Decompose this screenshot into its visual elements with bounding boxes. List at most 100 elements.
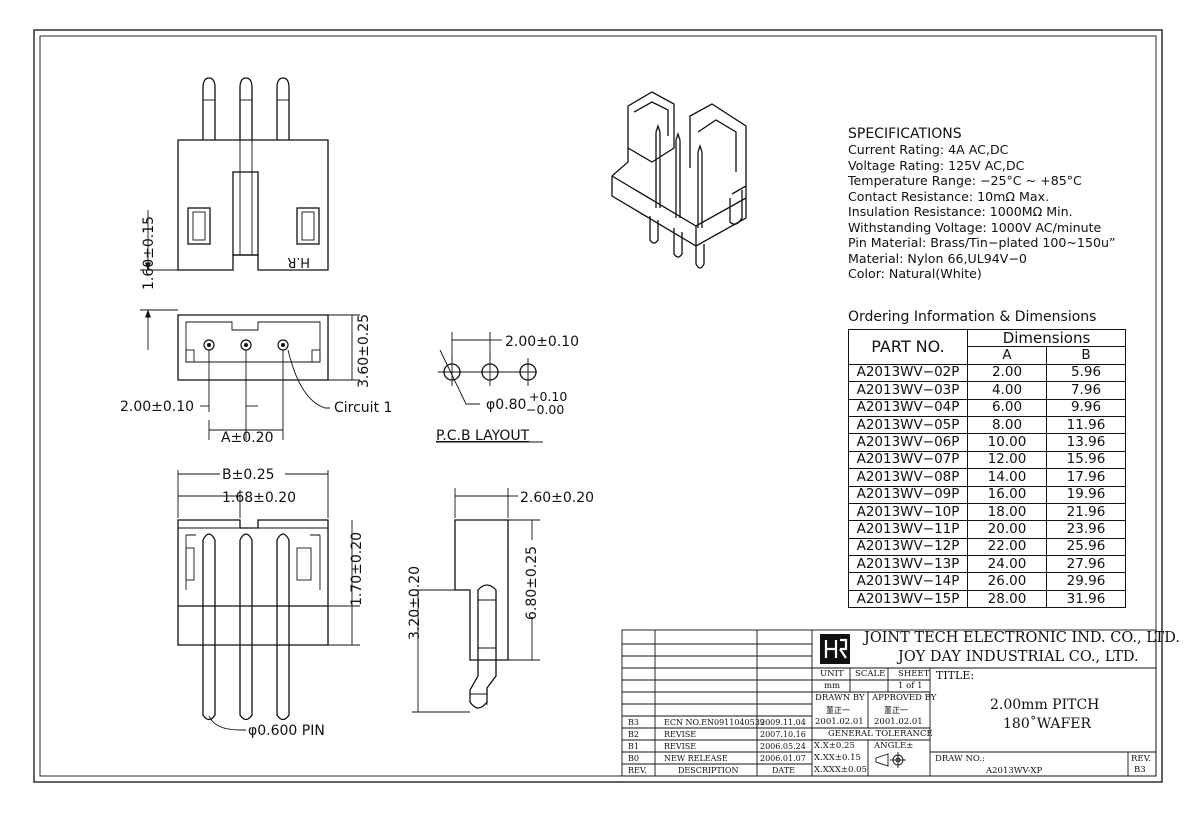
sheet-label: SHEET	[898, 669, 930, 679]
pcb-pitch: 2.00±0.10	[505, 334, 579, 350]
cell-dim-a: 6.00	[967, 398, 1047, 417]
rev-code: B1	[628, 742, 639, 751]
scale-label: SCALE	[855, 669, 886, 679]
cell-dim-b: 17.96	[1046, 468, 1126, 487]
header-dimensions: Dimensions	[967, 328, 1126, 348]
top-view: 3.60±0.25 2.00±0.10 A±0.20 Circuit 1	[120, 314, 392, 446]
pin-diameter: φ0.600 PIN	[248, 723, 325, 739]
rev-date: 2009.11.04	[760, 718, 806, 727]
cell-part-no: A2013WV−11P	[848, 520, 968, 539]
tolerance-1: X.X±0.25	[814, 741, 855, 751]
cell-dim-a: 14.00	[967, 468, 1047, 487]
title-block	[621, 629, 1157, 777]
drawn-by-label: DRAWN BY	[815, 693, 865, 703]
dim-3-60: 3.60±0.25	[356, 314, 372, 388]
date-header: DATE	[772, 766, 795, 775]
cell-part-no: A2013WV−12P	[848, 537, 968, 557]
cell-dim-a: 28.00	[967, 589, 1047, 609]
spec-line: Current Rating: 4A AC,DC	[848, 142, 1009, 157]
outer-frame	[33, 29, 1163, 783]
cell-dim-b: 23.96	[1046, 520, 1126, 539]
cell-dim-a: 4.00	[967, 381, 1047, 400]
company-name-en-2: JOY DAY INDUSTRIAL CO., LTD.	[898, 649, 1139, 665]
pcb-hole-tol-minus: −0.00	[526, 402, 564, 417]
cell-dim-b: 13.96	[1046, 433, 1126, 452]
description-header: DESCRIPTION	[678, 766, 739, 775]
side-view: 2.60±0.20 3.20±0.20 6.80±0.25	[407, 488, 594, 713]
cell-dim-b: 25.96	[1046, 537, 1126, 557]
cell-dim-b: 31.96	[1046, 589, 1126, 609]
cell-part-no: A2013WV−13P	[848, 555, 968, 574]
pcb-layout-label: P.C.B LAYOUT	[436, 428, 530, 444]
spec-line: Voltage Rating: 125V AC,DC	[848, 157, 1025, 173]
dim-a: A±0.20	[221, 430, 273, 446]
cell-part-no: A2013WV−02P	[848, 363, 968, 383]
approved-by-label: APPROVED BY	[872, 693, 937, 703]
rev-date: 2007.10.16	[760, 730, 806, 739]
cell-part-no: A2013WV−15P	[848, 589, 968, 609]
rev-description: REVISE	[664, 730, 697, 739]
header-a: A	[967, 346, 1047, 365]
cell-dim-a: 20.00	[967, 520, 1047, 539]
unit-value: mm	[824, 681, 841, 691]
header-b: B	[1046, 346, 1126, 365]
draw-no: A2013WV-XP	[986, 766, 1043, 776]
dim-6-80: 6.80±0.25	[524, 546, 540, 620]
pcb-layout: 2.00±0.10 φ0.80 +0.10 −0.00 P.C.B LAYOUT	[436, 332, 579, 444]
cell-dim-b: 15.96	[1046, 450, 1126, 470]
cell-dim-a: 24.00	[967, 555, 1047, 574]
ordering-title: Ordering Information & Dimensions	[848, 309, 1097, 325]
cell-dim-b: 19.96	[1046, 485, 1126, 504]
cell-part-no: A2013WV−03P	[848, 381, 968, 400]
spec-line: Insulation Resistance: 1000MΩ Min.	[848, 204, 1073, 219]
cell-dim-a: 8.00	[967, 415, 1047, 435]
front-view: H.R 1.60±0.15	[140, 77, 329, 350]
spec-line: Pin Material: Brass/Tin−plated 100~150u”	[848, 235, 1116, 250]
spec-heading: SPECIFICATIONS	[848, 126, 962, 142]
cell-part-no: A2013WV−08P	[848, 468, 968, 487]
unit-label: UNIT	[820, 669, 844, 679]
cell-dim-a: 18.00	[967, 502, 1047, 522]
cell-dim-b: 27.96	[1046, 555, 1126, 574]
cell-dim-b: 29.96	[1046, 572, 1126, 591]
circuit-1-label: Circuit 1	[334, 400, 392, 416]
inner-frame	[39, 35, 1157, 777]
sheet-value: 1 of 1	[898, 681, 923, 691]
cell-dim-b: 11.96	[1046, 415, 1126, 435]
tolerance-2: X.XX±0.15	[814, 753, 861, 763]
cell-dim-b: 21.96	[1046, 502, 1126, 522]
cell-part-no: A2013WV−07P	[848, 450, 968, 470]
rev-date: 2006.05.24	[760, 742, 806, 751]
title-line-1: 2.00mm PITCH	[990, 697, 1100, 713]
header-part-no: PART NO.	[848, 329, 968, 365]
cell-dim-a: 10.00	[967, 433, 1047, 452]
cell-dim-a: 2.00	[967, 363, 1047, 383]
rev-header: REV.	[628, 766, 647, 775]
rev-code: B0	[628, 754, 639, 763]
dim-1-60: 1.60±0.15	[141, 216, 157, 290]
cell-part-no: A2013WV−05P	[848, 415, 968, 435]
rev-value: B3	[1134, 765, 1146, 775]
pcb-hole: φ0.80	[486, 397, 526, 413]
drawn-date: 2001.02.01	[815, 717, 864, 727]
isometric-view	[611, 91, 747, 269]
spec-line: Temperature Range: −25°C ~ +85°C	[848, 173, 1082, 188]
cell-dim-a: 26.00	[967, 572, 1047, 591]
approved-date: 2001.02.01	[874, 717, 923, 727]
title-label: TITLE:	[936, 669, 975, 682]
general-tolerance: GENERAL TOLERANCE	[828, 729, 933, 739]
rev-date: 2006.01.07	[760, 754, 806, 763]
specifications: SPECIFICATIONS Current Rating: 4A AC,DC …	[848, 126, 1148, 282]
pcb-hole-tol-plus: +0.10	[529, 389, 567, 404]
